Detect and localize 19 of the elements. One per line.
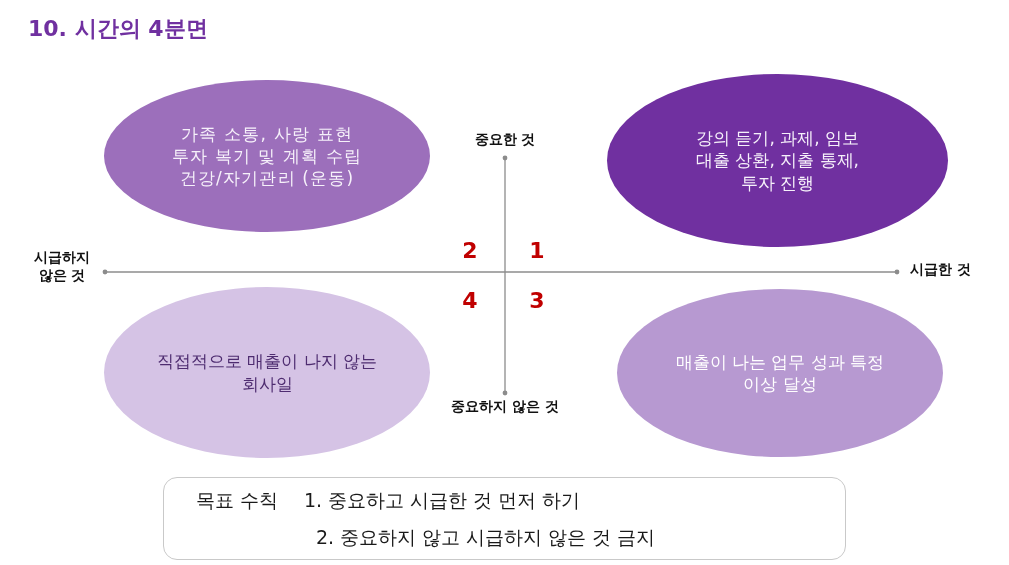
quadrant-number: 2: [462, 237, 478, 265]
page-title: 10. 시간의 4분면: [28, 15, 208, 43]
axis-label: 중요한 것: [474, 131, 536, 149]
axis-label: 시급하지 않은 것: [33, 249, 91, 284]
quadrant-number: 3: [529, 287, 545, 315]
ellipse-text: 가족 소통, 사랑 표현: [181, 122, 353, 145]
rule-item: 2. 중요하지 않고 시급하지 않은 것 금지: [316, 526, 656, 550]
ellipse-text: 매출이 나는 업무 성과 특정 이상 달성: [674, 350, 886, 396]
ellipse-text: 건강/자기관리 (운동): [179, 167, 355, 190]
ellipse-text: 강의 듣기, 과제, 임보 대출 상환, 지출 통제, 투자 진행: [695, 127, 860, 194]
quadrant-number: 4: [462, 287, 478, 315]
rule-item: 1. 중요하고 시급한 것 먼저 하기: [304, 489, 581, 513]
rules-box: [163, 477, 846, 560]
axis-label: 시급한 것: [910, 261, 971, 279]
ellipse-text: 투자 복기 및 계획 수립: [171, 144, 363, 168]
rules-heading: 목표 수칙: [196, 489, 279, 513]
ellipse-text: 직접적으로 매출이 나지 않는 회사일: [155, 350, 379, 395]
axis-label: 중요하지 않은 것: [451, 398, 559, 416]
quadrant-number: 1: [529, 237, 545, 265]
